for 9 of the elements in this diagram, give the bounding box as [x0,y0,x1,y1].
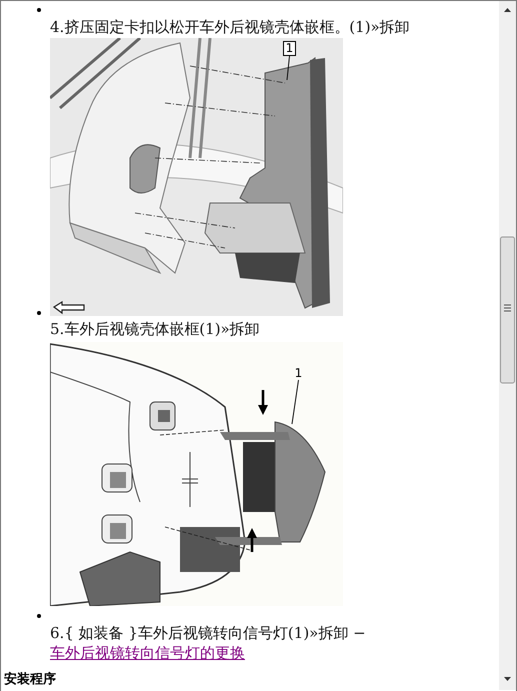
step-text: 5.车外后视镜壳体嵌框(1)»拆卸 [50,319,260,339]
leader-line [286,56,290,80]
step-text: 4.挤压固定卡扣以松开车外后视镜壳体嵌框。(1)»拆卸 [50,17,410,37]
callout-number: 1 [293,367,304,380]
callout-number: 1 [283,41,296,56]
leader-line [292,380,299,424]
step-text: 6.{ 如装备 }车外后视镜转向信号灯(1)»拆卸 − 车外后视镜转向信号灯的更换 [50,623,367,663]
link: 车外后视镜转向信号灯的更换 [50,644,245,662]
section-heading: 安装程序 [4,672,56,688]
